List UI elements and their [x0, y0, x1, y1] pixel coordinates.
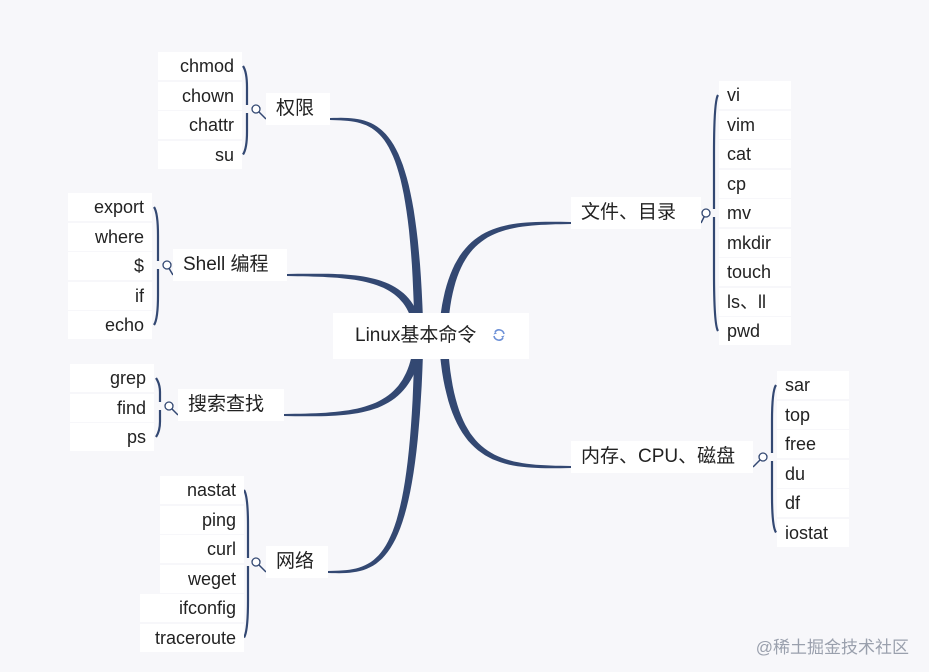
connector-permission — [330, 117, 424, 337]
connector-search — [284, 335, 424, 417]
connector-shell — [287, 273, 424, 337]
leaf-node-files[interactable]: pwd — [719, 317, 791, 345]
leaf-node-search[interactable]: ps — [70, 423, 154, 451]
refresh-arrow-icon[interactable] — [491, 327, 507, 343]
leaf-node-shell[interactable]: export — [68, 193, 152, 221]
leaf-node-files[interactable]: vim — [719, 110, 791, 139]
branch-node-permission[interactable]: 权限 — [266, 93, 330, 125]
leaf-node-files[interactable]: ls、ll — [719, 287, 791, 316]
leaf-node-system[interactable]: free — [777, 430, 849, 458]
leaf-node-system[interactable]: iostat — [777, 518, 849, 547]
leaf-node-network[interactable]: nastat — [160, 476, 244, 504]
root-label: Linux基本命令 — [355, 325, 477, 346]
leaf-node-permission[interactable]: su — [158, 140, 242, 169]
connector-network — [328, 335, 424, 574]
branch-node-network[interactable]: 网络 — [266, 546, 328, 578]
leaf-node-system[interactable]: df — [777, 489, 849, 517]
leaf-node-files[interactable]: vi — [719, 81, 791, 109]
watermark: @稀土掘金技术社区 — [755, 638, 909, 657]
connector-system — [438, 335, 571, 469]
leaf-node-network[interactable]: ping — [160, 505, 244, 534]
leaf-node-system[interactable]: du — [777, 459, 849, 488]
leaf-node-files[interactable]: mkdir — [719, 228, 791, 257]
leaf-node-files[interactable]: cat — [719, 140, 791, 168]
branch-node-search[interactable]: 搜索查找 — [178, 389, 284, 421]
branch-node-files[interactable]: 文件、目录 — [571, 197, 701, 229]
leaf-node-network[interactable]: traceroute — [140, 623, 244, 652]
leaf-node-system[interactable]: sar — [777, 371, 849, 399]
leaf-node-shell[interactable]: where — [68, 222, 152, 251]
bracket-network — [243, 489, 250, 639]
branch-node-system[interactable]: 内存、CPU、磁盘 — [571, 441, 753, 473]
leaf-node-network[interactable]: weget — [160, 564, 244, 593]
leaf-node-network[interactable]: curl — [160, 535, 244, 563]
leaf-node-files[interactable]: mv — [719, 199, 791, 227]
leaf-node-permission[interactable]: chattr — [158, 111, 242, 139]
leaf-node-files[interactable]: touch — [719, 258, 791, 286]
bracket-system — [770, 384, 777, 534]
root-node[interactable]: Linux基本命令 — [333, 313, 529, 359]
leaf-node-files[interactable]: cp — [719, 169, 791, 198]
leaf-node-shell[interactable]: if — [68, 281, 152, 310]
leaf-node-permission[interactable]: chown — [158, 81, 242, 110]
connector-files — [438, 221, 571, 337]
bracket-files — [712, 94, 720, 332]
leaf-node-search[interactable]: grep — [70, 364, 154, 392]
bracket-shell — [153, 206, 160, 326]
branch-node-shell[interactable]: Shell 编程 — [173, 249, 287, 281]
leaf-node-shell[interactable]: $ — [68, 252, 152, 280]
leaf-node-network[interactable]: ifconfig — [140, 594, 244, 622]
collapse-toggle-shell[interactable] — [162, 260, 172, 270]
leaf-node-permission[interactable]: chmod — [158, 52, 242, 80]
collapse-toggle-system[interactable] — [758, 452, 768, 462]
collapse-toggle-files[interactable] — [701, 208, 711, 218]
collapse-toggle-network[interactable] — [251, 557, 261, 567]
bracket-permission — [242, 65, 249, 156]
bracket-search — [155, 377, 162, 438]
collapse-toggle-permission[interactable] — [251, 104, 261, 114]
leaf-node-shell[interactable]: echo — [68, 311, 152, 339]
collapse-toggle-search[interactable] — [164, 401, 174, 411]
leaf-node-system[interactable]: top — [777, 400, 849, 429]
leaf-node-search[interactable]: find — [70, 393, 154, 422]
